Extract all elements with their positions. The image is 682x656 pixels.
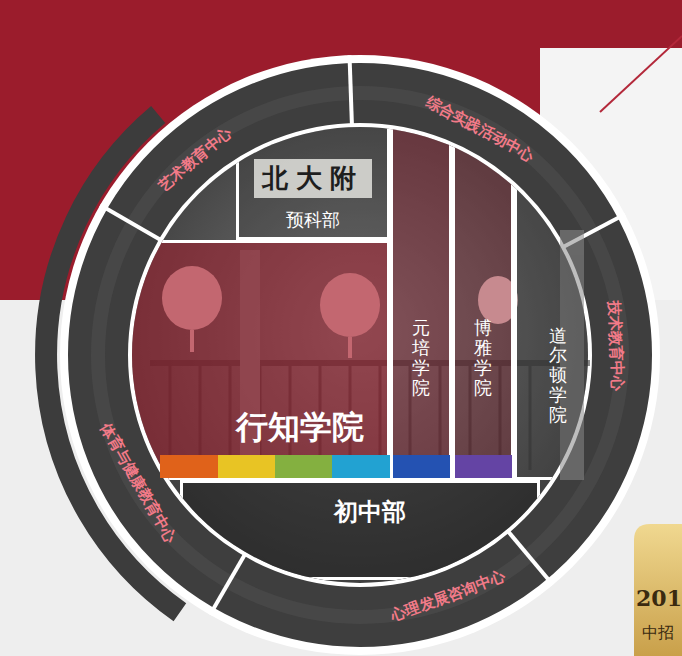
node-title: 道尔顿学院 (549, 326, 567, 425)
college-column: 博雅学院 (452, 100, 514, 480)
segment-label: 艺术教育中心 (155, 123, 236, 195)
node-title: 行知学院 (236, 406, 364, 450)
ring-segment: 技术教育中心 (602, 295, 630, 398)
corner-badge-text: 中招 (642, 623, 674, 644)
label-anchor: 北大附 (254, 159, 372, 198)
college-column: 元培学院 (390, 100, 452, 480)
corner-badge-text: 201 (636, 585, 682, 611)
department-box: 初中部 (180, 480, 540, 580)
gate-sign: 北大附 (254, 159, 372, 198)
label-anchor: 201 (636, 585, 682, 611)
node-title: 博雅学院 (474, 318, 492, 397)
node-title: 预科部 (286, 208, 340, 232)
label-anchor: 中招 (642, 623, 674, 644)
node-title: 元培学院 (412, 318, 430, 397)
node-title: 初中部 (334, 496, 406, 528)
ring-segment: 艺术教育中心 (149, 117, 243, 201)
segment-label: 技术教育中心 (604, 301, 626, 392)
college-box: 行知学院 (100, 240, 390, 480)
